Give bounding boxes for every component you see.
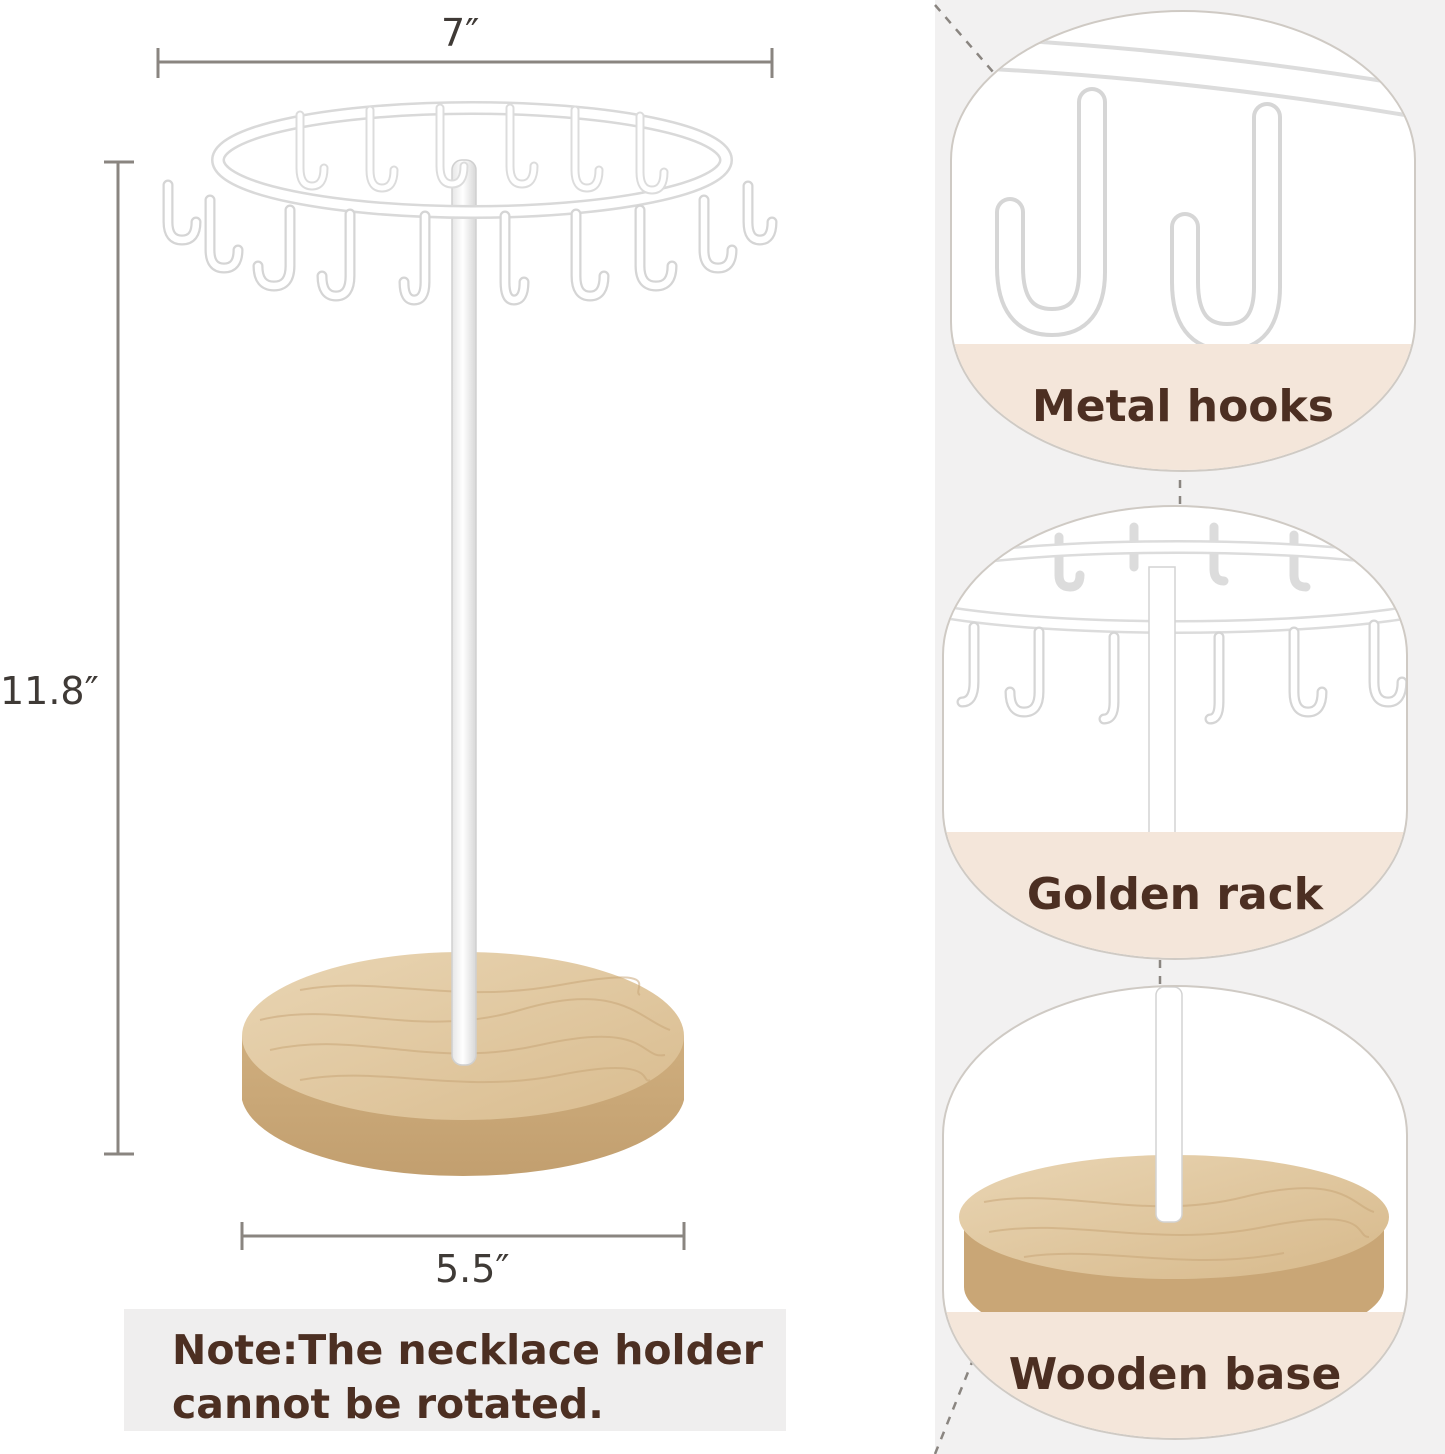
note-box: Note:The necklace holder cannot be rotat…	[124, 1309, 786, 1431]
height-dimension-line	[104, 160, 134, 1156]
wooden-base-label: Wooden base	[944, 1312, 1406, 1438]
width-dimension-line	[156, 48, 774, 78]
metal-hooks-label: Metal hooks	[952, 344, 1414, 470]
callout-golden-rack: Golden rack	[942, 505, 1408, 960]
width-label: 7″	[441, 11, 480, 55]
hook-ring	[211, 101, 733, 219]
height-label: 11.8″	[0, 669, 99, 713]
metal-hooks-closeup	[952, 35, 1414, 353]
golden-rack-closeup	[944, 522, 1406, 868]
note-line-2: cannot be rotated.	[172, 1380, 604, 1428]
callout-metal-hooks: Metal hooks	[950, 10, 1416, 472]
note-line-1: Note:The necklace holder	[172, 1326, 763, 1374]
center-pole	[451, 159, 477, 1066]
callout-wooden-base: Wooden base	[942, 985, 1408, 1440]
hooks-front-row	[162, 179, 778, 306]
hooks-back-row	[295, 103, 669, 195]
base-label: 5.5″	[435, 1247, 510, 1291]
golden-rack-label: Golden rack	[944, 832, 1406, 958]
base-dimension-line	[240, 1222, 686, 1250]
